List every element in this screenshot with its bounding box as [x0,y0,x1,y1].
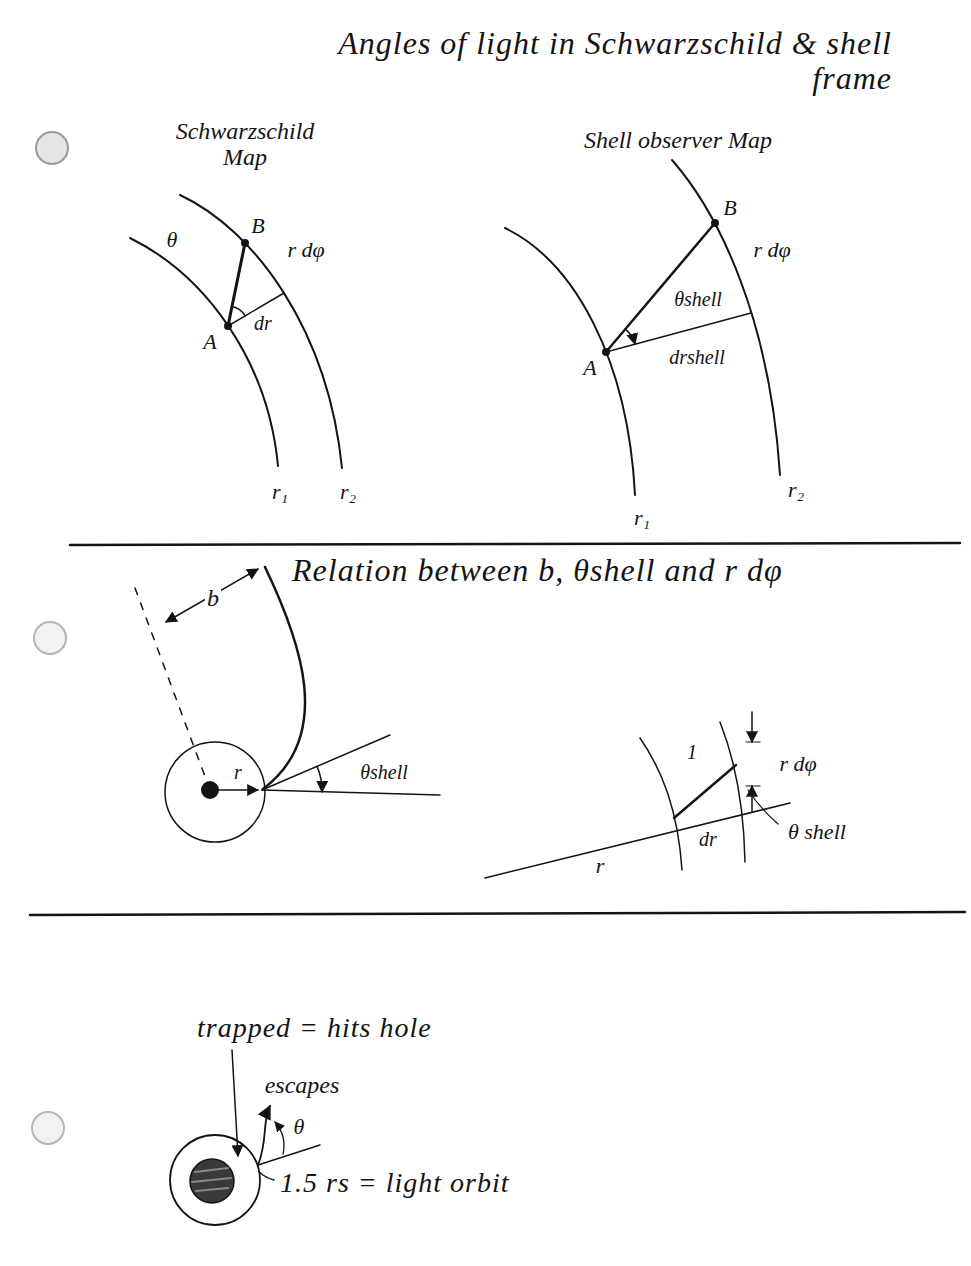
angle-mark [275,1122,284,1154]
leader-arrow [232,1050,238,1156]
binder-hole [36,132,68,164]
map-heading: Schwarzschild Map [163,118,327,171]
hatching [192,1168,231,1191]
radius-arrow [219,789,258,791]
shell-arc [720,722,745,862]
leader-line [259,1172,274,1180]
binder-hole [34,622,66,654]
dimension-arrow [751,712,753,742]
radius-label: r [594,854,607,878]
note-label: trapped = hits hole [195,1013,434,1044]
radius-label: r₁ [632,506,652,530]
angle-label: θshell [672,288,724,310]
point-label: B [249,214,266,238]
radial-line [262,790,440,795]
angle-label: θ [292,1115,307,1139]
radius-label: r₂ [338,480,358,504]
map-heading: Shell observer Map [582,127,774,153]
shell-arc [130,238,278,466]
point-dot [603,349,609,355]
dimension-tick [746,742,760,786]
leader-line [748,790,778,824]
separator-line [30,912,965,915]
escape-arrow [258,1106,270,1165]
point-label: A [201,330,218,354]
math-label: r dφ [777,752,818,776]
black-hole [202,782,218,798]
page-title: Angles of light in Schwarzschild & shell… [290,26,894,96]
shell-circle [165,742,265,842]
shell-arc [640,738,682,870]
point-dot [242,240,248,246]
impact-label: b [205,585,221,611]
angle-label: θ [165,228,180,252]
light-path [674,765,736,818]
point-dot [712,220,718,226]
light-orbit-circle [170,1135,260,1225]
angle-label: θ shell [786,820,848,844]
black-hole [190,1159,234,1203]
section-heading: Relation between b, θshell and r dφ [290,553,785,588]
math-label: r dφ [285,238,326,262]
separator-line [70,543,960,545]
point-label: B [721,196,738,220]
angle-mark [625,329,635,344]
angle-mark [232,306,245,315]
reference-line [258,1145,320,1165]
radius-label: r₁ [270,480,290,504]
angle-mark [317,766,322,791]
point-dot [225,323,231,329]
dimension-arrow [751,786,753,812]
length-label: 1 [685,741,699,763]
radius-label: r₂ [786,478,806,502]
math-label: dr [697,828,719,850]
shell-arc [505,228,635,495]
math-label: r dφ [751,238,792,262]
note-label: 1.5 rs = light orbit [278,1168,511,1199]
math-label: drshell [667,346,727,368]
impact-arrow [166,569,258,622]
radius-label: r [232,761,244,783]
binder-hole [32,1112,64,1144]
shell-arc [672,160,780,475]
light-path [263,567,305,789]
math-label: dr [252,312,274,334]
point-label: A [581,356,598,380]
shell-arc [180,195,342,468]
angle-label: θshell [358,761,410,783]
note-label: escapes [263,1072,342,1098]
light-path [228,243,245,326]
